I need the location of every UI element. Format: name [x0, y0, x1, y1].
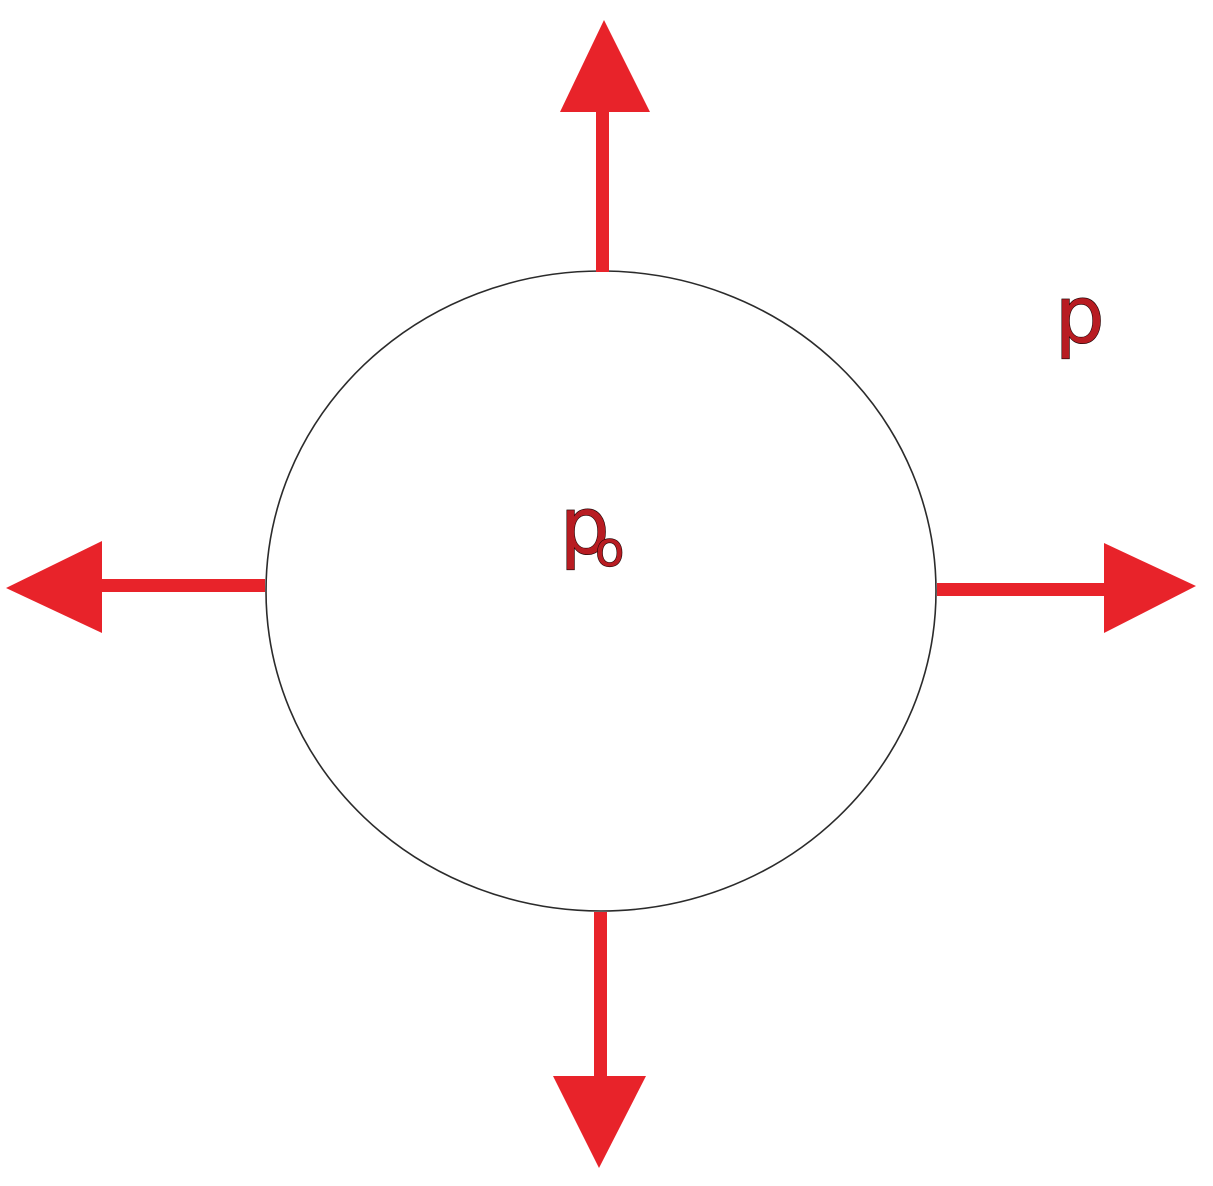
arrow-down-shaft	[594, 912, 607, 1082]
arrow-right	[937, 543, 1196, 633]
outside-pressure-label: p	[1055, 271, 1105, 361]
arrow-up-head	[560, 20, 650, 112]
arrow-up-shaft	[596, 104, 609, 272]
arrow-down	[553, 912, 646, 1168]
arrow-right-shaft	[937, 583, 1109, 596]
bubble-circle	[265, 270, 937, 912]
arrow-right-head	[1104, 543, 1196, 633]
arrow-left-shaft	[95, 579, 265, 592]
arrow-up	[560, 20, 650, 272]
inside-pressure-label: p	[560, 482, 610, 572]
arrow-left-head	[6, 541, 102, 633]
arrow-down-head	[553, 1076, 646, 1168]
inside-pressure-subscript: o	[595, 522, 624, 578]
arrow-left	[6, 541, 265, 633]
